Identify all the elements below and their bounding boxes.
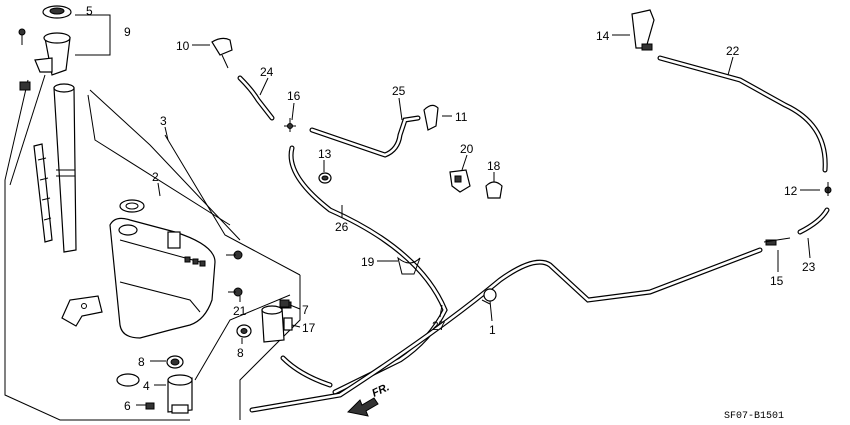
group-outline-lines (4, 14, 301, 421)
strip-bracket (33, 143, 53, 243)
callout-21: 21 (233, 304, 247, 318)
callout-26: 26 (335, 220, 349, 234)
diagram-code: SF07-B1501 (724, 411, 784, 422)
callout-23: 23 (802, 260, 816, 274)
joints-and-clips (279, 118, 832, 308)
callout-27: 27 (432, 319, 446, 333)
callout-24: 24 (260, 65, 274, 79)
washer-pump-rear (261, 301, 293, 343)
screw-small (18, 28, 26, 36)
callout-10: 10 (176, 39, 190, 53)
callout-22: 22 (726, 44, 740, 58)
callout-6: 6 (124, 399, 131, 413)
callout-25: 25 (392, 84, 406, 98)
washer-nozzle-right (423, 104, 439, 131)
callout-4: 4 (143, 379, 150, 393)
callout-11: 11 (455, 110, 468, 124)
pump-clip (145, 402, 155, 410)
mounting-bracket (61, 295, 103, 327)
callout-3: 3 (160, 114, 167, 128)
callout-18: 18 (487, 159, 501, 173)
callout-14: 14 (596, 29, 610, 43)
callout-13: 13 (318, 147, 332, 161)
callout-1: 1 (489, 323, 496, 337)
callout-12: 12 (784, 184, 798, 198)
bolts (226, 250, 243, 297)
callout-15: 15 (770, 274, 784, 288)
callout-19: 19 (361, 255, 375, 269)
washer-hoses (237, 55, 830, 413)
clip-small (19, 81, 31, 91)
grommet-ring (119, 199, 145, 213)
callout-numbers: 5 9 10 24 16 25 11 14 22 3 13 20 18 2 26… (86, 4, 816, 413)
filler-tube (53, 83, 77, 253)
direction-label: FR. (370, 381, 391, 399)
washer-nozzle-left (211, 37, 233, 56)
rear-washer-nozzle (631, 9, 655, 49)
callout-20: 20 (460, 142, 474, 156)
washer-reservoir-tank (109, 217, 216, 339)
callout-16: 16 (287, 89, 301, 103)
callout-2: 2 (152, 170, 159, 184)
nozzles (211, 9, 655, 131)
callout-9: 9 (124, 25, 131, 39)
callout-5: 5 (86, 4, 93, 18)
washer-pump-front (116, 373, 193, 414)
leader-lines (136, 34, 820, 406)
callout-17: 17 (302, 321, 316, 335)
callout-7: 7 (302, 303, 309, 317)
reservoir-cap-assembly (18, 5, 72, 91)
grommets (166, 324, 252, 369)
callout-8-front: 8 (138, 355, 145, 369)
callout-8-rear: 8 (237, 346, 244, 360)
